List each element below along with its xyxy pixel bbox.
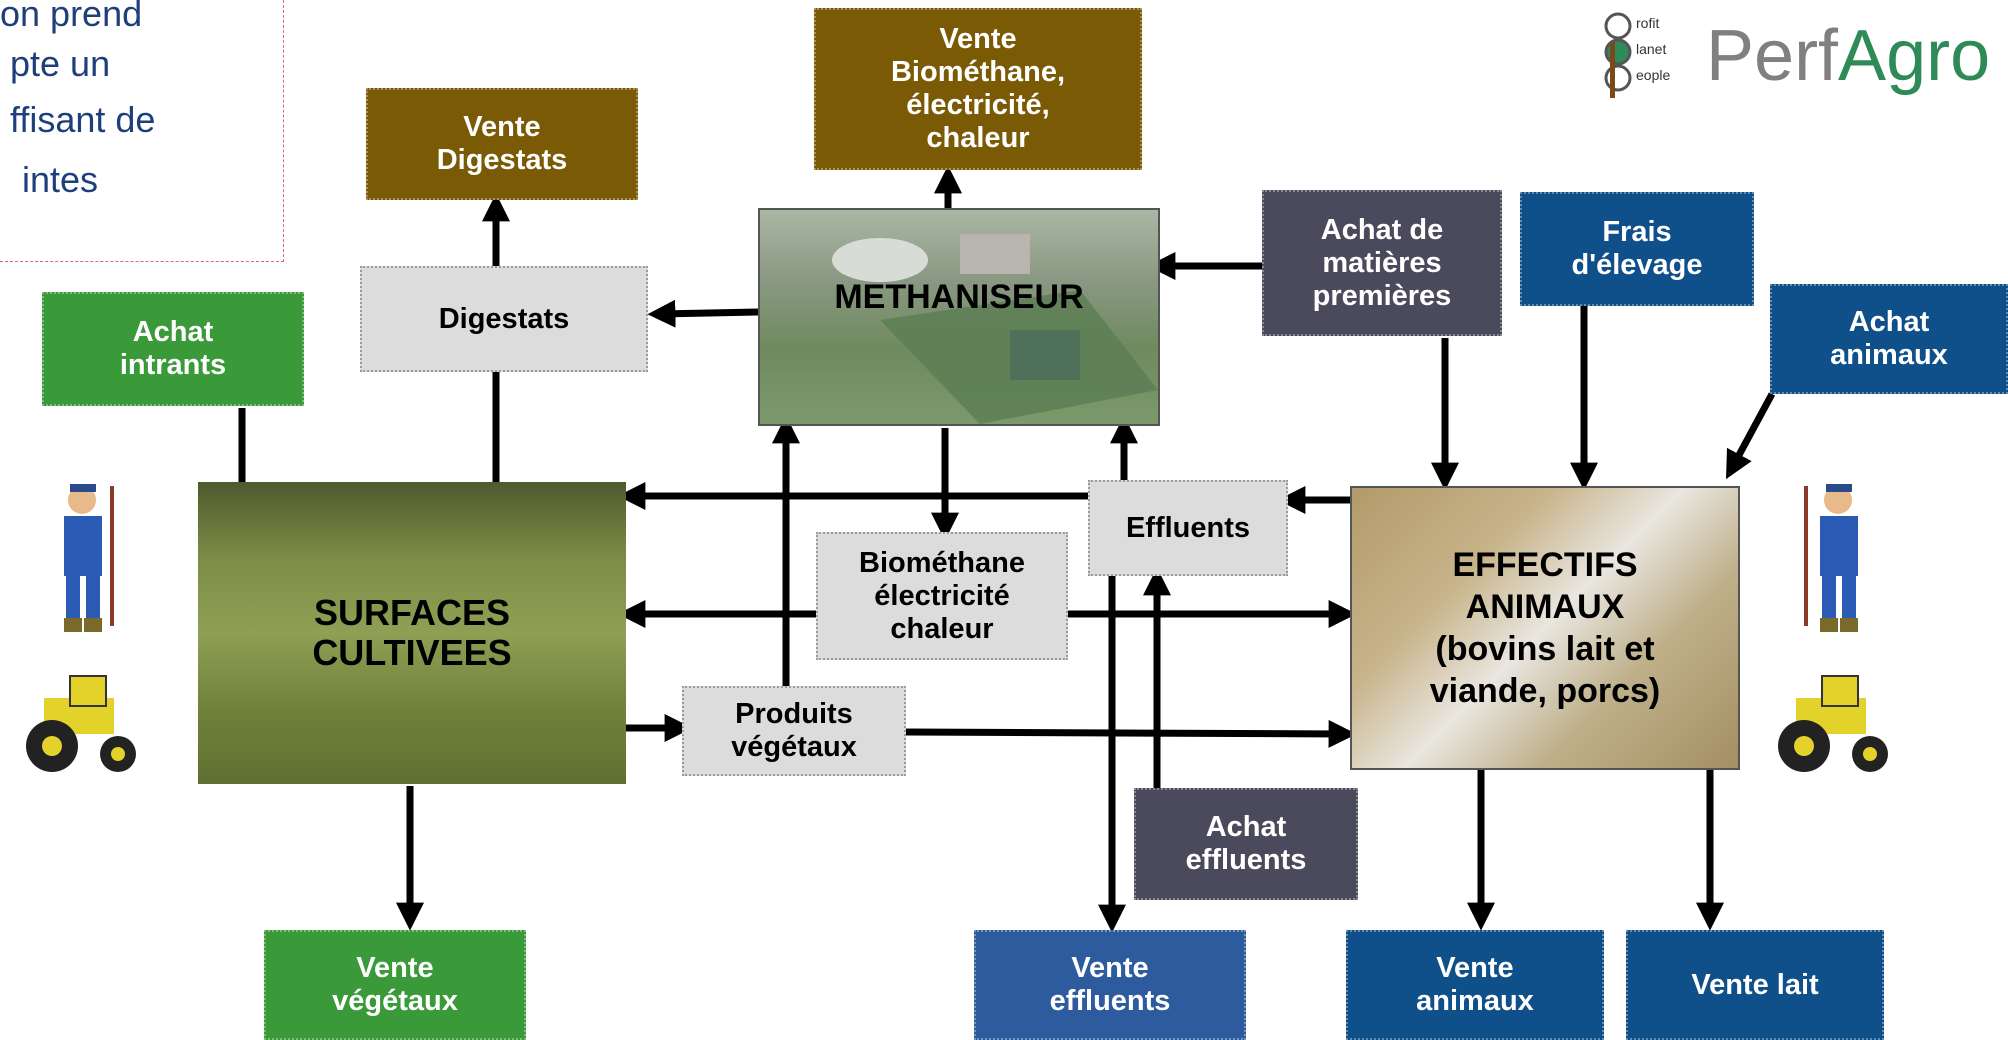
biomethane-electricite-chaleur-box: Biométhane électricité chaleur [816, 532, 1068, 660]
logo-letter-people: eople [1636, 67, 1671, 83]
logo-letters: rofit lanet eople [1636, 10, 1670, 88]
farmer-icon [64, 484, 114, 632]
note-line-2: pte un [10, 43, 111, 84]
logo-name-agro: Agro [1838, 16, 1991, 96]
effluents-box: Effluents [1088, 480, 1288, 576]
tractor-icon [26, 675, 136, 772]
vente-lait-box: Vente lait [1626, 930, 1884, 1040]
vente-animaux-box: Vente animaux [1346, 930, 1604, 1040]
profit-planet-people-icon [1604, 12, 1632, 98]
digestats-box: Digestats [360, 266, 648, 372]
vente-vegetaux-box: Vente végétaux [264, 930, 526, 1040]
note-line-1: on prend [0, 0, 143, 34]
vente-digestats-box: Vente Digestats [366, 88, 638, 200]
arrow-produits-to-effectifs [905, 719, 1357, 748]
achat-matieres-premieres-box: Achat de matières premières [1262, 190, 1502, 336]
vente-biomethane-box: Vente Biométhane, électricité, chaleur [814, 8, 1142, 170]
surfaces-cultivees-label: SURFACES CULTIVEES [312, 592, 512, 673]
effectifs-animaux-box: EFFECTIFS ANIMAUX (bovins lait et viande… [1350, 486, 1740, 770]
vente-effluents-box: Vente effluents [974, 930, 1246, 1040]
perfagro-logo: rofit lanet eople PerfAgro [1596, 6, 2008, 102]
arrow-methaniseur-to-digestats [647, 299, 759, 328]
logo-name-perf: Perf [1706, 16, 1839, 96]
achat-intrants-box: Achat intrants [42, 292, 304, 406]
effectifs-animaux-label: EFFECTIFS ANIMAUX (bovins lait et viande… [1429, 546, 1661, 710]
achat-animaux-box: Achat animaux [1770, 284, 2008, 394]
note-line-4: intes [22, 159, 99, 200]
logo-letter-profit: rofit [1636, 15, 1660, 31]
biogas-plant-image [832, 234, 1158, 424]
note-box: on prend pte un ffisant de intes [0, 0, 284, 262]
logo-name: PerfAgro [1706, 18, 1990, 94]
note-line-3: ffisant de [10, 99, 156, 140]
arrow-achat-animaux-to-effectifs [1726, 392, 1776, 480]
farmer-icon-right [1804, 484, 1858, 632]
methaniseur-label: METHANISEUR [834, 277, 1084, 316]
surfaces-cultivees-box: SURFACES CULTIVEES [198, 482, 626, 784]
frais-elevage-box: Frais d'élevage [1520, 192, 1754, 306]
logo-letter-planet: lanet [1636, 41, 1667, 57]
achat-effluents-box: Achat effluents [1134, 788, 1358, 900]
tractor-icon-right [1778, 675, 1888, 772]
methaniseur-box: METHANISEUR [758, 208, 1160, 426]
produits-vegetaux-box: Produits végétaux [682, 686, 906, 776]
